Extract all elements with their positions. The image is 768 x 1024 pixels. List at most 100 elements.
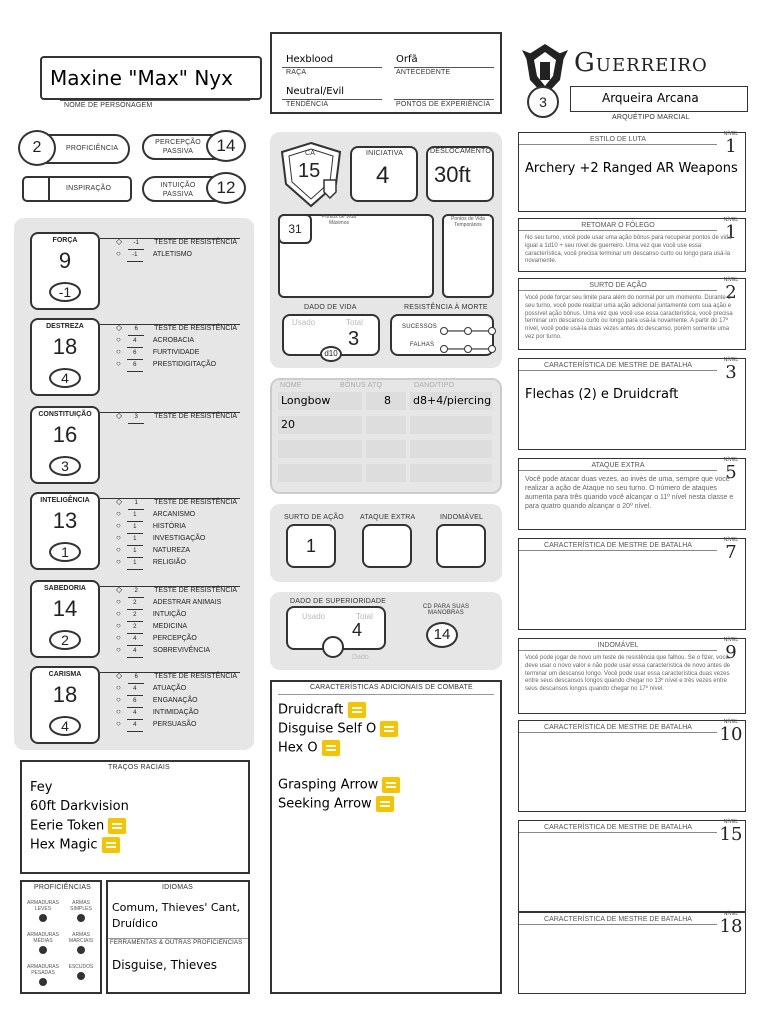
ability-score[interactable]: 14 — [52, 596, 78, 621]
initiative-value[interactable]: 4 — [376, 162, 390, 189]
proficiency-circle-icon[interactable]: ○ — [116, 509, 121, 518]
ability-score[interactable]: 18 — [52, 334, 78, 359]
proficiency-circle-icon[interactable]: ○ — [116, 557, 121, 566]
proficiency-checkbox[interactable] — [77, 972, 85, 980]
ability-score[interactable]: 18 — [52, 682, 78, 707]
proficiency-checkbox[interactable] — [39, 914, 47, 922]
passive-insight-value[interactable]: 12 — [206, 172, 246, 204]
proficiency-circle-icon[interactable]: ○ — [116, 683, 121, 692]
proficiency-item[interactable]: ARMADURAS PESADAS — [24, 964, 62, 988]
languages-value[interactable]: Comum, Thieves' Cant, Druídico — [112, 901, 241, 930]
proficiency-circle-icon[interactable]: ○ — [116, 645, 121, 654]
combat-feature[interactable]: Hex O — [278, 740, 340, 756]
proficiency-circle-icon[interactable]: ○ — [116, 359, 121, 368]
success-checkboxes[interactable]: —— — [440, 322, 496, 340]
proficiency-circle-icon[interactable]: ○ — [116, 707, 121, 716]
race-value[interactable]: Hexblood — [286, 54, 334, 65]
save-diamond-icon[interactable]: ◇ — [116, 585, 123, 594]
combat-feature[interactable]: Grasping Arrow — [278, 777, 401, 793]
racial-trait[interactable]: Eerie Token — [30, 818, 127, 834]
armor-class-value[interactable]: 15 — [298, 160, 321, 182]
proficiency-circle-icon[interactable]: ○ — [116, 521, 121, 530]
proficiency-circle-icon[interactable]: ○ — [116, 695, 121, 704]
inspiration-box[interactable] — [22, 176, 132, 202]
proficiency-circle-icon[interactable]: ○ — [116, 545, 121, 554]
proficiency-circle-icon[interactable]: ○ — [116, 621, 121, 630]
combat-feature[interactable]: Seeking Arrow — [278, 796, 394, 812]
character-name[interactable]: Maxine "Max" Nyx — [50, 66, 233, 90]
proficiency-circle-icon[interactable]: ○ — [116, 633, 121, 642]
extra-attack-box[interactable] — [362, 524, 412, 568]
failure-checkboxes[interactable]: —— — [440, 340, 496, 358]
proficiency-circle-icon[interactable]: ○ — [116, 609, 121, 618]
level-badge[interactable]: 3 — [527, 86, 559, 118]
weapon-attack-bonus[interactable] — [366, 440, 406, 458]
comment-icon[interactable] — [101, 837, 120, 853]
comment-icon[interactable] — [321, 740, 340, 756]
proficiency-item[interactable]: ARMADURAS MÉDIAS — [24, 932, 62, 956]
save-diamond-icon[interactable]: ◇ — [116, 237, 123, 246]
maneuver-dc-value[interactable]: 14 — [426, 622, 458, 648]
speed-value[interactable]: 30ft — [434, 162, 471, 187]
weapon-attack-bonus[interactable] — [366, 464, 406, 482]
save-diamond-icon[interactable]: ◇ — [116, 497, 123, 506]
weapon-attack-bonus[interactable] — [366, 416, 406, 434]
ability-modifier[interactable]: 4 — [49, 368, 81, 388]
racial-trait[interactable]: Fey — [30, 780, 53, 795]
weapon-name[interactable]: 20 — [278, 416, 362, 434]
proficiency-circle-icon[interactable]: ○ — [116, 533, 121, 542]
comment-icon[interactable] — [380, 721, 399, 737]
ability-modifier[interactable]: 2 — [49, 630, 81, 650]
combat-feature[interactable]: Druidcraft — [278, 702, 366, 718]
proficiency-bonus[interactable]: 2 — [18, 130, 56, 166]
weapon-attack-bonus[interactable]: 8 — [366, 392, 406, 410]
proficiency-item[interactable]: ESCUDOS — [62, 964, 100, 982]
temp-hp-box[interactable] — [442, 214, 494, 298]
superiority-value[interactable]: 4 — [352, 620, 363, 640]
proficiency-checkbox[interactable] — [39, 946, 47, 954]
comment-icon[interactable] — [108, 818, 127, 834]
combat-feature[interactable]: Disguise Self O — [278, 721, 399, 737]
comment-icon[interactable] — [347, 702, 366, 718]
comment-icon[interactable] — [375, 796, 394, 812]
save-diamond-icon[interactable]: ◇ — [116, 671, 123, 680]
weapon-row[interactable]: 20 — [278, 416, 492, 434]
weapon-row[interactable] — [278, 440, 492, 458]
weapon-name[interactable] — [278, 464, 362, 482]
proficiency-item[interactable]: ARMAS MARCIAIS — [62, 932, 100, 956]
weapon-damage[interactable] — [410, 440, 492, 458]
alignment-value[interactable]: Neutral/Evil — [286, 86, 345, 97]
hit-dice-value[interactable]: 3 — [348, 328, 360, 350]
ability-score[interactable]: 16 — [52, 422, 78, 447]
proficiency-checkbox[interactable] — [77, 946, 85, 954]
feature-text[interactable]: Archery +2 Ranged AR Weapons — [525, 161, 738, 176]
weapon-name[interactable]: Longbow — [278, 392, 362, 410]
superiority-die[interactable] — [322, 636, 344, 658]
archetype-value[interactable]: Arqueira Arcana — [602, 91, 699, 105]
weapon-damage[interactable] — [410, 464, 492, 482]
ability-modifier[interactable]: 4 — [49, 716, 81, 736]
proficiency-circle-icon[interactable]: ○ — [116, 597, 121, 606]
hp-current[interactable]: 31 — [278, 214, 312, 244]
ability-modifier[interactable]: 3 — [49, 456, 81, 476]
action-surge-box[interactable]: 1 — [286, 524, 336, 568]
